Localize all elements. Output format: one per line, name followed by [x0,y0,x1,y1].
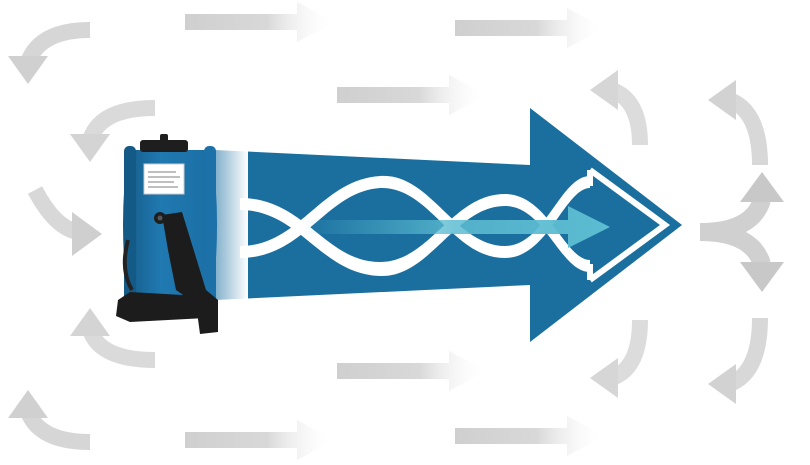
return-airflow-arrow-icon [337,75,487,115]
curved-return-arrow-icon [708,80,768,166]
curved-return-arrow-icon [70,308,156,368]
swirl-band [240,175,590,258]
curved-return-arrow-icon [8,22,91,84]
return-airflow-arrow-icon [455,8,605,48]
airflow-arrow-icon [215,108,682,342]
curved-return-arrow-icon [8,390,91,450]
curved-return-arrow-icon [699,172,784,292]
curved-arrows-group [8,22,784,450]
return-airflow-arrow-icon [337,351,487,391]
curved-return-arrow-icon [590,319,648,398]
fan-handle [140,140,188,152]
curved-return-arrow-icon [27,186,102,256]
curved-return-arrow-icon [708,317,768,404]
curved-return-arrow-icon [590,70,648,146]
fan-label-plate [143,163,185,195]
return-arrows-group [185,2,605,460]
return-airflow-arrow-icon [185,420,335,460]
air-mover-fan-icon [116,134,248,334]
arrowhead-inner-outline [588,167,671,283]
curved-return-arrow-icon [70,100,156,162]
fan-stand [162,212,218,334]
return-airflow-arrow-icon [185,2,335,42]
fan-base [116,292,206,322]
swirl-band [240,194,590,277]
inner-flow-arrow [300,206,610,248]
return-airflow-arrow-icon [455,416,605,456]
